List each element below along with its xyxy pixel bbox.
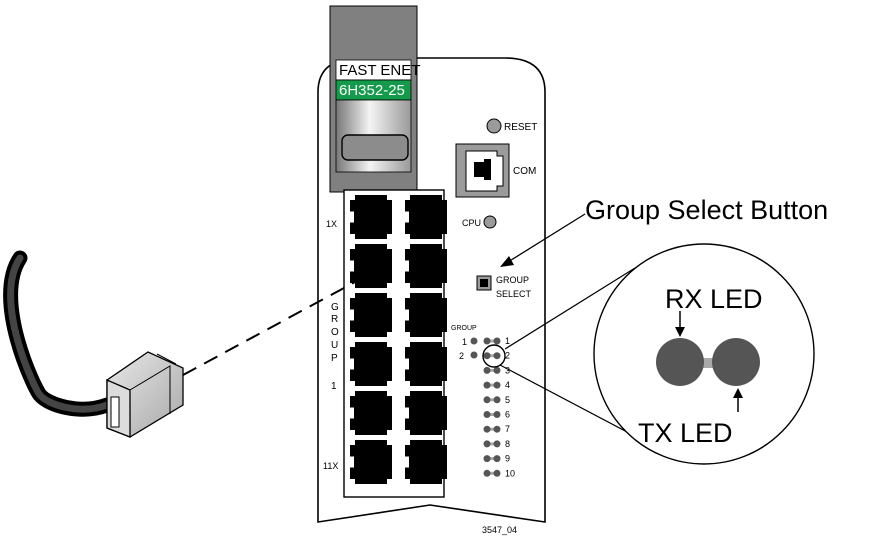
ethernet-port[interactable]: [350, 440, 392, 484]
rx-led: [483, 425, 491, 433]
module-card: FAST ENET 6H352-25: [329, 5, 420, 193]
rx-led: [483, 469, 491, 477]
tx-led: [493, 381, 501, 389]
led-magnifier: [499, 243, 815, 465]
port-group-letter: R: [331, 314, 338, 325]
tx-led: [493, 366, 501, 374]
port-group-number: 1: [331, 381, 337, 392]
module-model-label: 6H352-25: [339, 82, 405, 99]
rx-led: [483, 366, 491, 374]
group-select-button[interactable]: [476, 275, 492, 291]
led-port-number: 1: [505, 336, 510, 346]
ethernet-port[interactable]: [405, 244, 447, 288]
port-group-letter: O: [331, 327, 339, 338]
ethernet-port[interactable]: [405, 440, 447, 484]
ethernet-port[interactable]: [405, 342, 447, 386]
rx-led-callout: RX LED: [665, 284, 763, 314]
rx-led: [483, 396, 491, 404]
ethernet-port[interactable]: [405, 391, 447, 435]
tx-led: [493, 352, 501, 360]
tx-led: [493, 440, 501, 448]
ethernet-port[interactable]: [350, 342, 392, 386]
cpu-led: [483, 215, 497, 229]
ethernet-port[interactable]: [350, 195, 392, 239]
led-port-number: 7: [505, 424, 510, 434]
led-port-number: 5: [505, 395, 510, 405]
group-led: [470, 351, 478, 359]
group-select-callout: Group Select Button: [585, 195, 828, 225]
led-port-number: 8: [505, 439, 510, 449]
cable-connection-leader: [182, 281, 356, 376]
rx-led: [483, 381, 491, 389]
rx-led: [483, 411, 491, 418]
ethernet-port[interactable]: [350, 244, 392, 288]
tx-led: [493, 455, 501, 463]
rx-led: [483, 352, 491, 360]
group-select-leader: [507, 213, 586, 263]
led-group-number: 1: [462, 337, 467, 347]
port-group-letter: P: [331, 353, 338, 364]
port-group-letter: U: [331, 340, 338, 351]
led-port-number: 4: [505, 380, 510, 390]
rx-led: [483, 455, 491, 463]
led-port-number: 9: [505, 454, 510, 464]
cpu-label: CPU: [462, 218, 481, 228]
led-port-number: 2: [505, 351, 510, 361]
tx-led: [493, 425, 501, 433]
ethernet-port[interactable]: [405, 195, 447, 239]
ethernet-port[interactable]: [405, 293, 447, 337]
tx-led: [493, 396, 501, 404]
ethernet-cable: [3, 250, 184, 438]
tx-led: [493, 337, 501, 345]
group-select-label-line1: GROUP: [496, 275, 529, 285]
led-highlight-circle: [482, 344, 506, 368]
led-port-number: 6: [505, 410, 510, 420]
com-port[interactable]: [455, 143, 510, 198]
tx-led: [493, 411, 501, 418]
ethernet-port[interactable]: [350, 293, 392, 337]
com-label: COM: [513, 166, 536, 177]
tx-led: [493, 469, 501, 477]
module-name-label: FAST ENET: [339, 62, 420, 79]
led-port-number: 3: [505, 365, 510, 375]
rx-led: [483, 440, 491, 448]
port-top-label: 1X: [326, 219, 337, 229]
group-select-label-line2: SELECT: [496, 289, 532, 299]
port-bottom-label: 11X: [323, 461, 338, 471]
reset-label: RESET: [504, 122, 537, 133]
ethernet-port[interactable]: [350, 391, 392, 435]
group-select-arrowhead: [500, 256, 514, 267]
led-group-number: 2: [459, 351, 464, 361]
led-port-number: 10: [505, 468, 515, 478]
group-led: [470, 337, 478, 345]
port-group-letter: G: [331, 302, 339, 313]
rx-led: [483, 337, 491, 345]
figure-id: 3547_04: [482, 525, 517, 535]
tx-led-callout: TX LED: [638, 418, 733, 448]
led-group-header: GROUP: [451, 325, 477, 332]
reset-button[interactable]: [486, 118, 502, 134]
